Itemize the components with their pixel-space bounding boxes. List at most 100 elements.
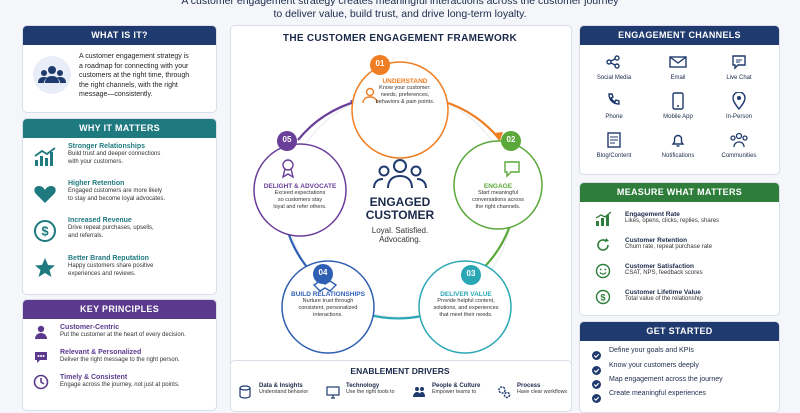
star-icon	[33, 256, 57, 285]
metric-desc: Likes, opens, clicks, replies, shares	[625, 218, 720, 224]
framework-title: THE CUSTOMER ENGAGEMENT FRAMEWORK	[282, 33, 518, 44]
step-desc: Provide helpful content,	[437, 298, 495, 304]
channel-label: In-Person	[725, 114, 752, 120]
badge-01	[370, 55, 390, 75]
why-item-title: Better Brand Reputation	[68, 255, 149, 262]
growth-chart-icon	[33, 146, 57, 173]
step-desc: Start meaningful	[477, 190, 519, 196]
why-item-desc: Drive repeat purchases, upsells,	[68, 225, 154, 231]
measure-card: MEASURE WHAT MATTERS	[579, 182, 780, 316]
framework-diagram	[253, 55, 543, 354]
driver-desc: Use the right tools to	[346, 389, 395, 395]
what-is-it-line: message—consistently.	[79, 91, 153, 99]
node-delight-ring	[253, 143, 347, 237]
why-item-desc: to stay and become loyal advocates.	[68, 196, 166, 202]
group-icon	[33, 56, 71, 94]
user-icon	[362, 87, 378, 104]
why-item-desc: Build trust and deeper connections	[68, 151, 161, 157]
step-desc: the right channels.	[475, 204, 521, 210]
step-desc: that meet their needs.	[439, 312, 493, 318]
driver-title: Data & Insights	[259, 383, 303, 389]
step-title-understand: UNDERSTAND	[382, 78, 428, 85]
step-desc: consistent, personalized	[298, 305, 358, 311]
channel-label: Email	[670, 75, 686, 81]
what-is-it-line: customers at the right time, through	[79, 72, 190, 80]
subtitle-line-1: A customer engagement strategy creates m…	[181, 0, 619, 7]
why-item-title: Stronger Relationships	[68, 143, 146, 150]
principle-desc: Put the customer at the heart of every d…	[60, 332, 186, 338]
get-started-item: Map engagement across the journey	[609, 376, 723, 383]
channel-label: Communities	[721, 153, 757, 159]
driver-desc: Have clear workflows	[517, 389, 568, 395]
get-started-title: GET STARTED	[580, 322, 779, 341]
why-item-title: Increased Revenue	[68, 217, 132, 224]
mobile-app-icon	[671, 92, 685, 115]
principle-title: Timely & Consistent	[60, 374, 128, 381]
email-icon	[669, 54, 687, 75]
channel-label: Blog/Content	[596, 153, 632, 159]
center-subtitle: Advocating.	[379, 235, 421, 244]
why-item-desc: Engaged customers are more likely	[68, 188, 163, 194]
channel-label: Phone	[605, 114, 623, 120]
channel-label: Notifications	[661, 153, 695, 159]
node-engage-ring	[453, 140, 543, 230]
badge-number: 03	[466, 269, 476, 278]
key-principles-card: KEY PRINCIPLES Customer-Centric Put the …	[22, 299, 217, 411]
chat-bubble-icon	[504, 161, 520, 178]
driver-title: Technology	[346, 383, 380, 389]
badge-number: 04	[318, 268, 328, 277]
principle-desc: Deliver the right message to the right p…	[60, 357, 180, 363]
live-chat-icon	[731, 54, 747, 75]
handshake-icon	[312, 280, 338, 292]
badge-number: 01	[375, 59, 385, 68]
get-started-item: Define your goals and KPIs	[609, 347, 694, 354]
node-build-ring	[281, 260, 375, 354]
monitor-icon	[326, 385, 340, 404]
why-item-desc: and referrals.	[68, 233, 104, 239]
badge-05	[277, 131, 297, 151]
metric-title: Customer Satisfaction	[625, 263, 694, 270]
channel-label: Mobile App	[663, 114, 693, 120]
principle-title: Relevant & Personalized	[60, 349, 142, 356]
engaged-customer-icon	[373, 159, 427, 189]
step-desc: Nurture trust through	[302, 298, 354, 304]
metric-title: Engagement Rate	[625, 211, 680, 218]
check-icon	[592, 362, 601, 380]
step-desc: needs, preferences,	[380, 92, 430, 98]
step-title-build-relationships: BUILD RELATIONSHIPS	[291, 291, 365, 298]
measure-title: MEASURE WHAT MATTERS	[580, 183, 779, 202]
why-item-desc: with your customers.	[68, 159, 124, 165]
step-title-engage: ENGAGE	[483, 183, 513, 190]
blog-icon	[607, 132, 621, 153]
get-started-card: GET STARTED	[579, 321, 780, 413]
step-title-delight-advocate: DELIGHT & ADVOCATE	[263, 183, 337, 190]
driver-desc: Understand behavior	[259, 389, 309, 395]
map-pin-icon	[732, 91, 746, 115]
driver-desc: Empower teams to	[432, 389, 477, 395]
step-desc: behaviors & pain points.	[375, 99, 435, 105]
enablement-title: ENABLEMENT DRIVERS	[350, 366, 450, 376]
channel-label: Live Chat	[726, 75, 752, 81]
step-desc: Know your customer:	[379, 85, 431, 91]
badge-number: 02	[506, 135, 516, 144]
channel-label: Social Media	[596, 75, 632, 81]
badge-02	[501, 131, 521, 151]
principle-title: Customer-Centric	[60, 324, 120, 331]
step-desc: loyal and refer others.	[273, 204, 327, 210]
check-icon	[592, 376, 601, 394]
key-principles-title: KEY PRINCIPLES	[23, 300, 216, 319]
badge-03	[461, 265, 481, 285]
what-is-it-card: WHAT IS IT? A customer engagement strate…	[22, 25, 217, 113]
svg-text:$: $	[41, 224, 49, 239]
svg-text:$: $	[600, 293, 605, 303]
driver-title: Process	[517, 383, 541, 389]
what-is-it-line: the right channels, with the right	[79, 81, 178, 89]
why-item-title: Higher Retention	[68, 180, 125, 187]
smile-icon	[595, 263, 611, 284]
what-is-it-title: WHAT IS IT?	[23, 26, 216, 45]
dollar-icon: $	[595, 289, 611, 310]
why-it-matters-card: WHY IT MATTERS Stronger Relationships Bu…	[22, 118, 217, 295]
check-icon	[592, 390, 601, 408]
step-desc: solutions, and experiences	[433, 305, 499, 311]
gears-icon	[497, 385, 511, 404]
